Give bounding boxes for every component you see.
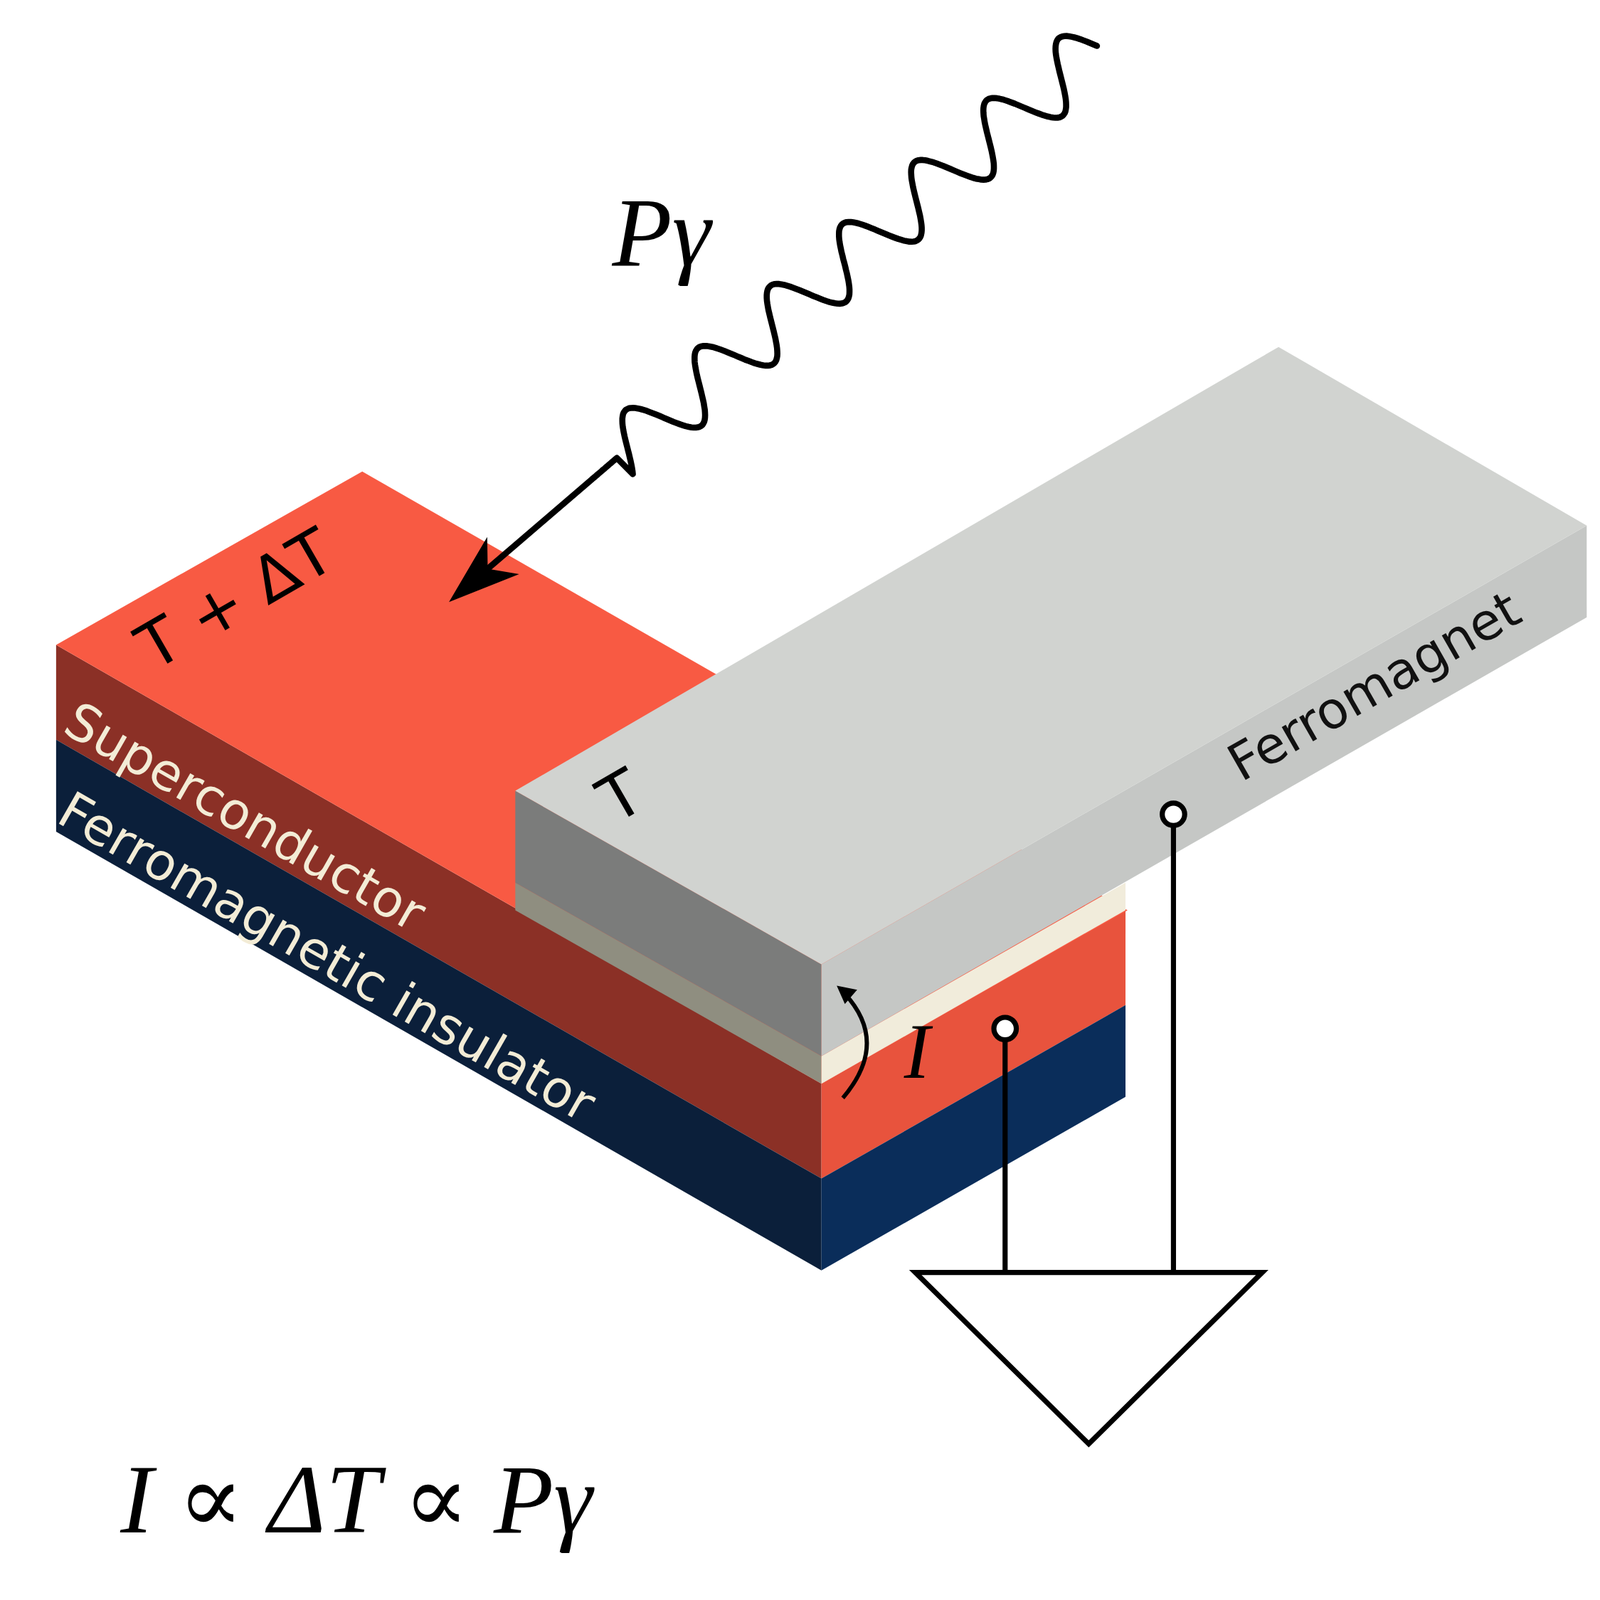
wire: [1171, 826, 1176, 1273]
photon-arrowhead: [448, 537, 520, 603]
amplifier-symbol: [915, 1272, 1263, 1445]
ferromagnet-top: [515, 347, 1587, 965]
current-arrow: [843, 993, 868, 1098]
terminal: [1162, 803, 1186, 826]
terminal: [993, 1017, 1017, 1041]
formula: I ∝ ΔT ∝ Pγ: [120, 1451, 592, 1550]
power-symbol: Pγ: [612, 183, 711, 282]
current-arrowhead: [836, 986, 858, 1005]
photon-wave: [480, 36, 1098, 576]
current-symbol: I: [904, 1012, 930, 1090]
wire: [1002, 1040, 1008, 1273]
